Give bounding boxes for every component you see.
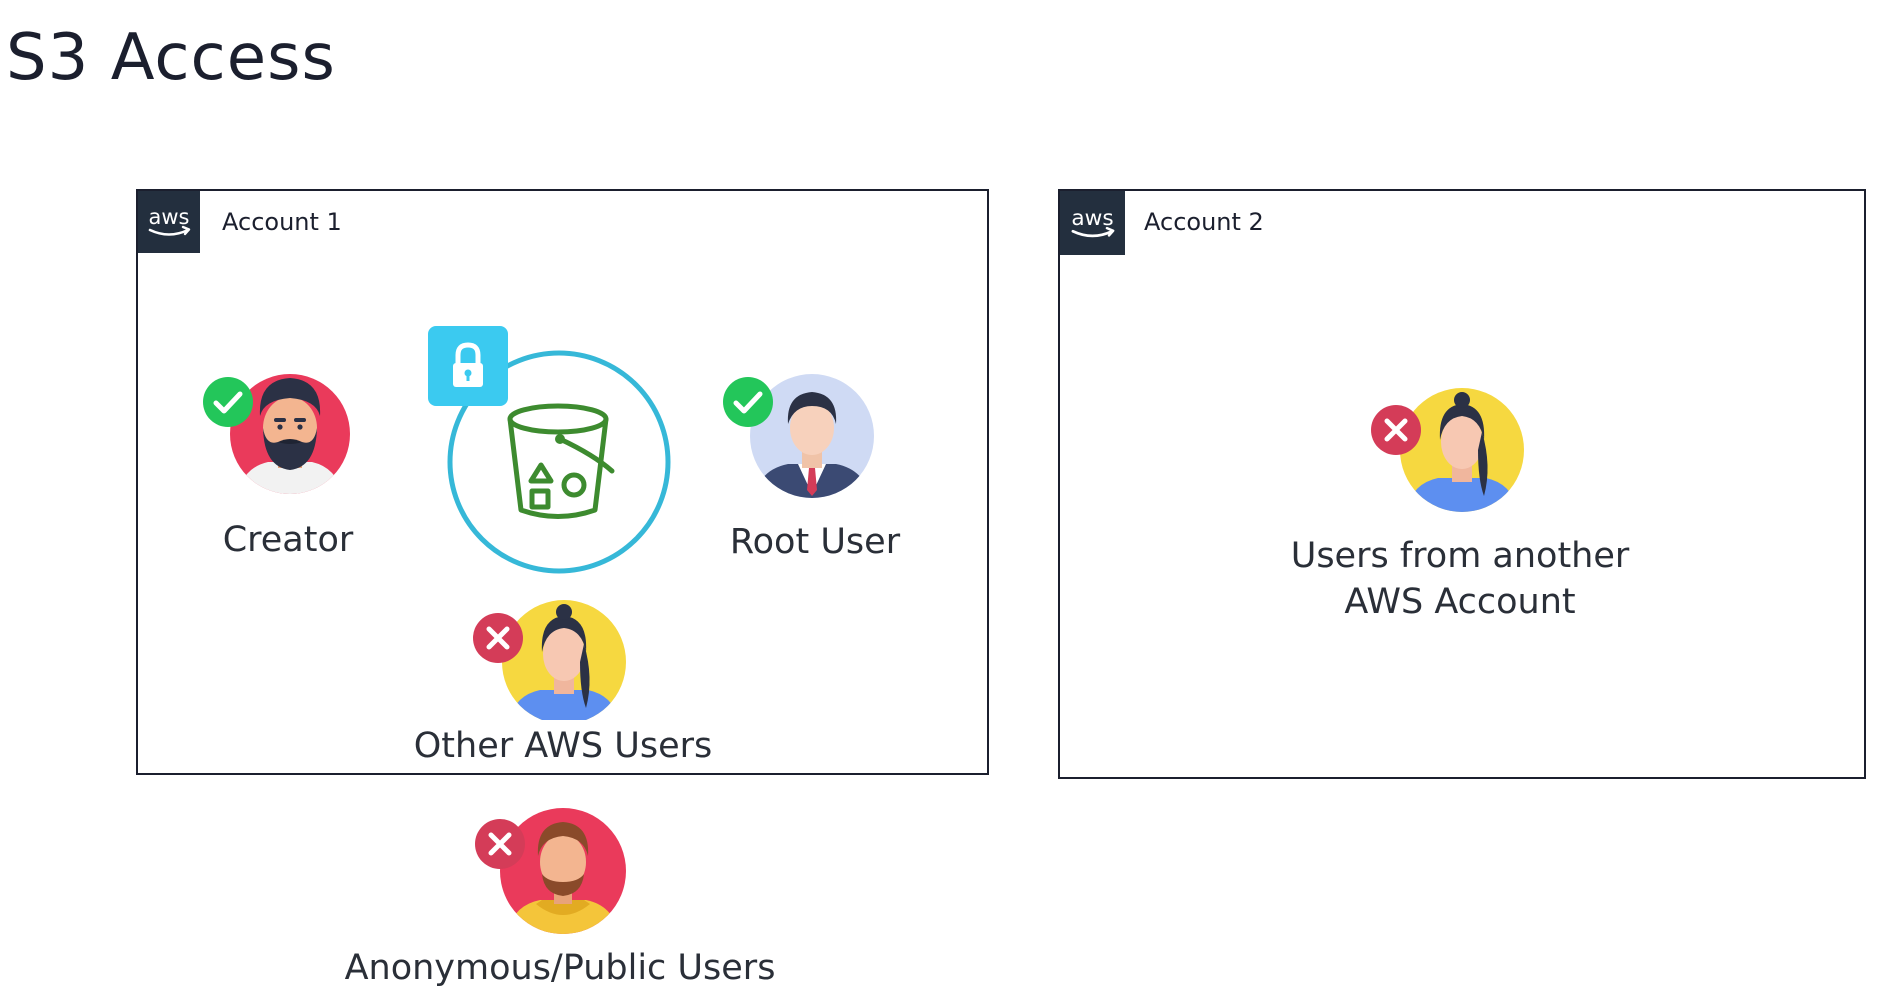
lock-icon bbox=[428, 326, 508, 406]
man-hoodie-avatar-icon bbox=[498, 800, 628, 936]
check-icon bbox=[202, 376, 254, 428]
other-aws-users-label: Other AWS Users bbox=[413, 726, 713, 766]
s3-bucket-icon bbox=[444, 347, 674, 577]
root-user-label: Root User bbox=[729, 522, 901, 562]
close-icon bbox=[1370, 404, 1422, 456]
close-icon bbox=[472, 612, 524, 664]
svg-text:aws: aws bbox=[149, 205, 190, 229]
businessman-avatar-icon bbox=[748, 372, 876, 500]
svg-text:aws: aws bbox=[1071, 206, 1113, 231]
aws-logo-icon: aws bbox=[138, 191, 200, 253]
page-title: S3 Access bbox=[6, 21, 336, 95]
close-icon bbox=[474, 818, 526, 870]
woman-avatar-icon bbox=[1398, 380, 1526, 514]
account-1-label: Account 1 bbox=[222, 208, 342, 236]
account-2-label: Account 2 bbox=[1144, 208, 1264, 236]
woman-avatar-icon bbox=[500, 592, 628, 724]
cross-account-label-line2: AWS Account bbox=[1344, 582, 1576, 622]
anonymous-users-label: Anonymous/Public Users bbox=[344, 948, 776, 988]
bearded-man-avatar-icon bbox=[228, 372, 352, 496]
aws-logo-icon: aws bbox=[1060, 191, 1125, 255]
cross-account-label-line1: Users from another bbox=[1290, 536, 1630, 576]
check-icon bbox=[722, 376, 774, 428]
creator-label: Creator bbox=[222, 520, 354, 560]
